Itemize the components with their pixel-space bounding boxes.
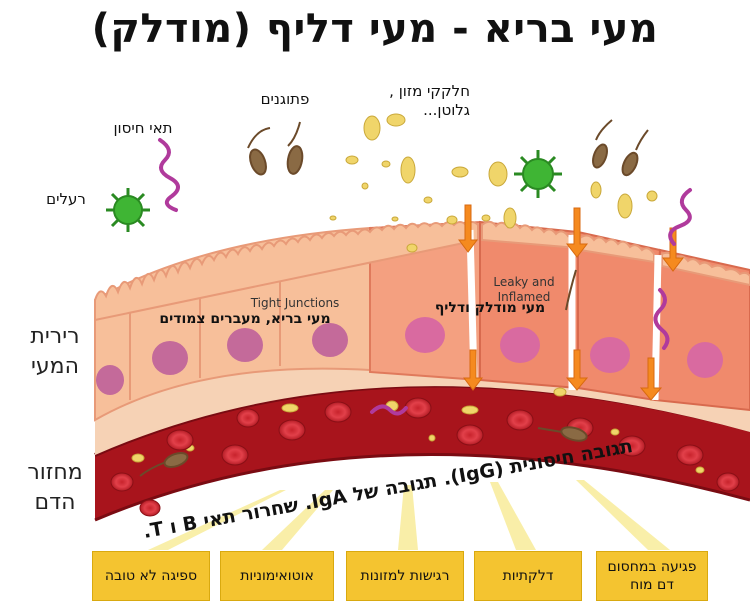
outcome-box: דלקתיות (474, 551, 582, 601)
label-immune-cells: תאי חיסון (98, 119, 188, 138)
label-gut-lining-line-1: רירית (10, 322, 100, 352)
label-bloodstream-line-2: הדם (10, 488, 100, 518)
label-bloodstream-line-1: מחזור (10, 458, 100, 488)
label-bloodstream: מחזור הדם (10, 458, 100, 518)
label-leaky-gut: מעי מודלק ודליף (420, 300, 560, 316)
label-gut-lining-line-2: המעי (10, 352, 100, 382)
label-tight-junctions: Tight Junctions (240, 296, 350, 311)
outcome-box: פגיעה במחסום דם מוח (596, 551, 708, 601)
outcome-box: רגישות למזונות (346, 551, 464, 601)
outcome-box: ספיגה לא טובה (92, 551, 210, 601)
label-food-line-1: חלקקי מזון , (360, 82, 470, 101)
label-pathogens: פתוגנים (240, 90, 330, 109)
label-gut-lining: רירית המעי (10, 322, 100, 382)
label-healthy-gut: מעי בריא, מעברים צמודים (140, 311, 350, 327)
label-food-line-2: גלוטן... (360, 101, 470, 120)
outcome-box: אוטואימוניות (220, 551, 334, 601)
label-leaky-line-1: Leaky and (484, 275, 564, 290)
label-toxins: רעלים (36, 190, 96, 209)
label-food-particles: חלקקי מזון , גלוטן... (360, 82, 470, 120)
